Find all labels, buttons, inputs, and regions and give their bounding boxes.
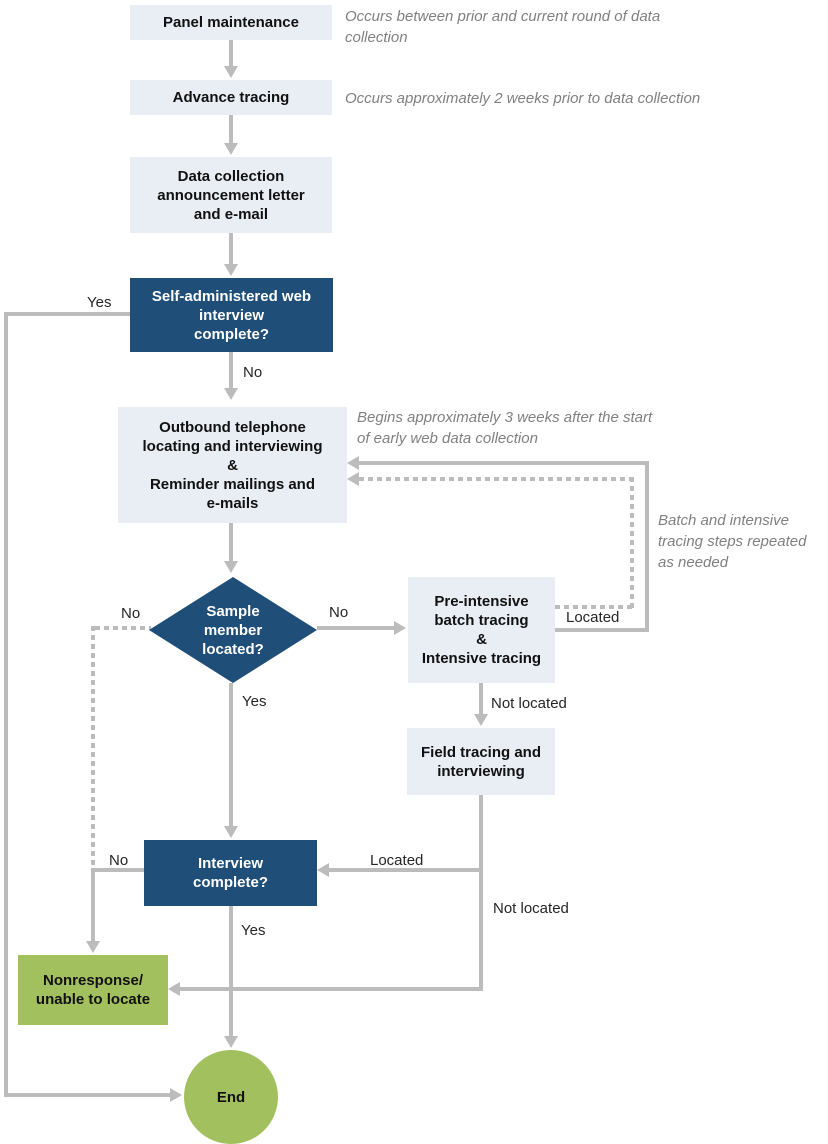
connector-outbound-diamond <box>229 523 233 563</box>
arrowhead-left-icon <box>168 982 180 996</box>
edge-label-not-located-upper: Not located <box>491 695 567 712</box>
connector-interview-no-vertical <box>91 868 95 941</box>
node-pre-intensive-tracing: Pre-intensive batch tracing & Intensive … <box>408 577 555 683</box>
node-interview-complete: Interview complete? <box>144 840 317 906</box>
arrowhead-down-icon <box>224 1036 238 1048</box>
connector-notlocated-nonresponse <box>180 987 483 991</box>
connector-interview-no-horizontal <box>95 868 144 872</box>
arrowhead-down-icon <box>474 714 488 726</box>
node-field-tracing: Field tracing and interviewing <box>407 728 555 795</box>
edge-label-yes-top: Yes <box>87 294 112 311</box>
edge-label-no-top: No <box>243 364 263 381</box>
node-nonresponse: Nonresponse/ unable to locate <box>18 955 168 1025</box>
edge-label-yes-mid: Yes <box>242 693 267 710</box>
edge-label-not-located-lower: Not located <box>493 900 569 917</box>
connector-located-interview <box>329 868 483 872</box>
node-advance-tracing: Advance tracing <box>130 80 332 115</box>
connector-announcement-web <box>229 233 233 265</box>
edge-label-no-left: No <box>121 605 141 622</box>
annotation-outbound-timing: Begins approximately 3 weeks after the s… <box>357 409 653 447</box>
node-web-interview-complete: Self-administered web interview complete… <box>130 278 333 352</box>
connector-interview-yes <box>229 906 233 1036</box>
connector-web-yes-vertical <box>4 312 8 1095</box>
arrowhead-left-icon <box>347 472 359 486</box>
arrowhead-right-icon <box>394 621 406 635</box>
edge-label-yes-lower: Yes <box>241 922 266 939</box>
connector-diamond-no-left-horizontal <box>95 626 151 630</box>
edge-label-located-lower: Located <box>370 852 424 869</box>
arrowhead-left-icon <box>317 863 329 877</box>
connector-yes-to-end <box>4 1093 170 1097</box>
annotation-panel-timing: Occurs between prior and current round o… <box>345 8 661 46</box>
edge-label-located-upper: Located <box>566 609 620 626</box>
node-end: End <box>184 1050 278 1144</box>
connector-web-no <box>229 352 233 390</box>
annotation-advance-timing: Occurs approximately 2 weeks prior to da… <box>345 90 701 107</box>
arrowhead-down-icon <box>224 143 238 155</box>
connector-panel-advance <box>229 40 233 68</box>
connector-dashed-return-top <box>359 477 634 481</box>
arrowhead-down-icon <box>86 941 100 953</box>
connector-advance-announcement <box>229 115 233 145</box>
connector-diamond-no-left-vertical <box>91 626 95 872</box>
arrowhead-down-icon <box>224 388 238 400</box>
connector-diamond-yes <box>229 683 233 826</box>
arrowhead-right-icon <box>170 1088 182 1102</box>
arrowhead-down-icon <box>224 264 238 276</box>
connector-located-return-bottom <box>555 628 649 632</box>
node-announcement-letter: Data collection announcement letter and … <box>130 157 332 233</box>
connector-preintensive-field <box>479 683 483 716</box>
arrowhead-down-icon <box>224 66 238 78</box>
arrowhead-left-icon <box>347 456 359 470</box>
connector-located-return-top <box>359 461 649 465</box>
connector-diamond-no-right <box>317 626 396 630</box>
connector-dashed-return-bottom <box>555 605 634 609</box>
node-panel-maintenance: Panel maintenance <box>130 5 332 40</box>
connector-dashed-return-side <box>630 477 634 609</box>
arrowhead-down-icon <box>224 561 238 573</box>
edge-label-no-right: No <box>329 604 349 621</box>
edge-label-no-lower: No <box>109 852 129 869</box>
connector-field-trunk <box>479 795 483 991</box>
connector-web-yes-horizontal <box>6 312 130 316</box>
arrowhead-down-icon <box>224 826 238 838</box>
connector-located-return-side <box>645 461 649 632</box>
node-outbound-telephone: Outbound telephone locating and intervie… <box>118 407 347 523</box>
node-sample-member-located: Sample member located? <box>149 577 317 683</box>
annotation-batch-repeat: Batch and intensive tracing steps repeat… <box>658 512 807 571</box>
